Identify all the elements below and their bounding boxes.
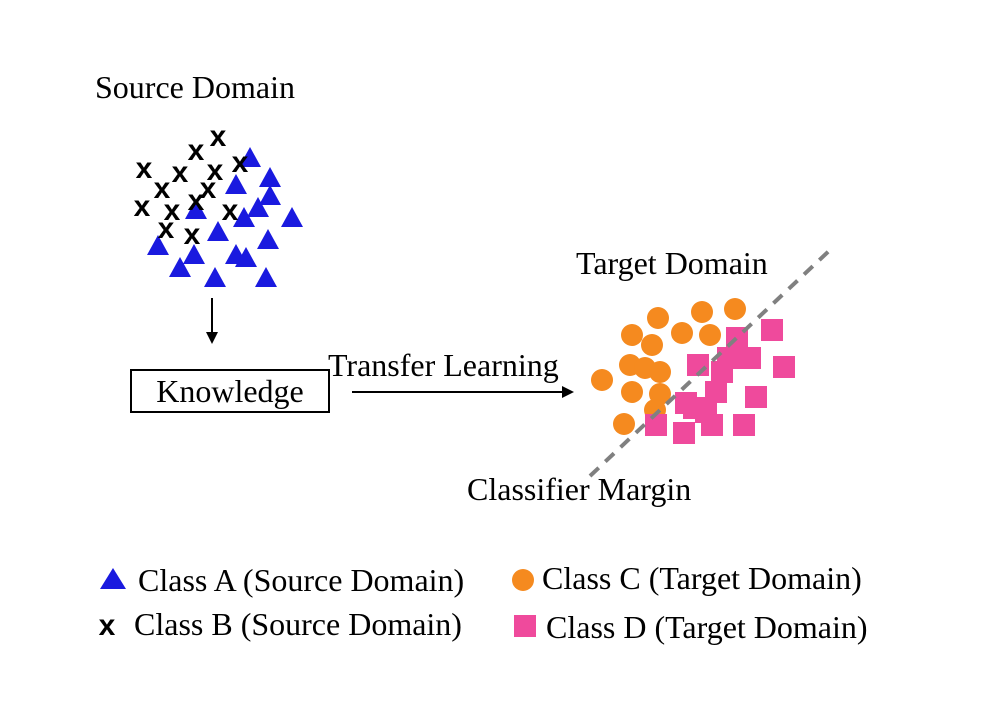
class-d-marker	[701, 414, 723, 436]
class-a-marker	[183, 244, 205, 264]
class-b-marker: x	[188, 134, 205, 167]
class-b-marker: x	[136, 152, 153, 185]
class-c-marker	[699, 324, 721, 346]
legend-item-class-d: Class D (Target Domain)	[514, 609, 868, 645]
class-a-marker	[255, 267, 277, 287]
class-b-marker: x	[188, 184, 205, 217]
classifier-margin-line	[588, 248, 832, 478]
class-d-marker	[733, 414, 755, 436]
class-a-marker	[207, 221, 229, 241]
class-b-marker: x	[184, 218, 201, 251]
class-c-marker	[691, 301, 713, 323]
class-b-marker: x	[210, 120, 227, 153]
legend: Class A (Source Domain) x Class B (Sourc…	[99, 560, 868, 645]
class-a-marker	[239, 147, 261, 167]
class-d-marker	[705, 381, 727, 403]
class-a-marker	[169, 257, 191, 277]
legend-label-class-b: Class B (Source Domain)	[134, 606, 462, 642]
legend-label-class-a: Class A (Source Domain)	[138, 562, 464, 598]
class-b-marker: x	[154, 172, 171, 205]
class-d-marker	[673, 422, 695, 444]
source-domain-title: Source Domain	[95, 69, 295, 105]
class-a-marker	[185, 199, 207, 219]
class-c-marker	[613, 413, 635, 435]
class-a-marker	[147, 235, 169, 255]
class-c-marker	[671, 322, 693, 344]
class-d-marker	[683, 397, 705, 419]
class-d-marker	[645, 414, 667, 436]
class-c-marker	[621, 381, 643, 403]
class-b-marker: x	[222, 194, 239, 227]
class-d-marker	[745, 386, 767, 408]
legend-item-class-b: x Class B (Source Domain)	[99, 606, 462, 642]
class-c-marker	[647, 307, 669, 329]
class-c-marker	[724, 298, 746, 320]
class-c-marker	[591, 369, 613, 391]
class-b-marker: x	[232, 146, 249, 179]
class-b-marker: x	[207, 154, 224, 187]
class-a-marker	[225, 174, 247, 194]
class-b-marker: x	[172, 156, 189, 189]
class-b-marker: x	[158, 212, 175, 245]
triangle-icon	[100, 568, 126, 589]
target-cluster	[591, 298, 795, 444]
class-a-marker	[247, 197, 269, 217]
class-b-marker: x	[134, 190, 151, 223]
x-mark-icon: x	[99, 609, 116, 642]
class-a-marker	[233, 207, 255, 227]
class-a-marker	[259, 185, 281, 205]
class-c-marker	[621, 324, 643, 346]
transfer-learning-label: Transfer Learning	[328, 347, 559, 383]
circle-icon	[512, 569, 534, 591]
class-c-marker	[641, 334, 663, 356]
class-a-marker	[259, 167, 281, 187]
class-d-marker	[761, 319, 783, 341]
class-b-marker: x	[200, 172, 217, 205]
classifier-margin-label: Classifier Margin	[467, 471, 691, 507]
legend-item-class-a: Class A (Source Domain)	[100, 562, 464, 598]
square-icon	[514, 615, 536, 637]
target-domain-title: Target Domain	[576, 245, 768, 281]
knowledge-label: Knowledge	[156, 373, 304, 409]
class-a-marker	[235, 247, 257, 267]
class-c-marker	[649, 361, 671, 383]
legend-label-class-d: Class D (Target Domain)	[546, 609, 868, 645]
class-a-marker	[257, 229, 279, 249]
class-d-marker	[711, 361, 733, 383]
class-d-marker	[773, 356, 795, 378]
legend-item-class-c: Class C (Target Domain)	[512, 560, 862, 596]
class-b-marker: x	[164, 194, 181, 227]
knowledge-box	[130, 369, 330, 413]
class-a-marker	[204, 267, 226, 287]
class-d-marker	[739, 347, 761, 369]
class-a-marker	[281, 207, 303, 227]
legend-label-class-c: Class C (Target Domain)	[542, 560, 862, 596]
